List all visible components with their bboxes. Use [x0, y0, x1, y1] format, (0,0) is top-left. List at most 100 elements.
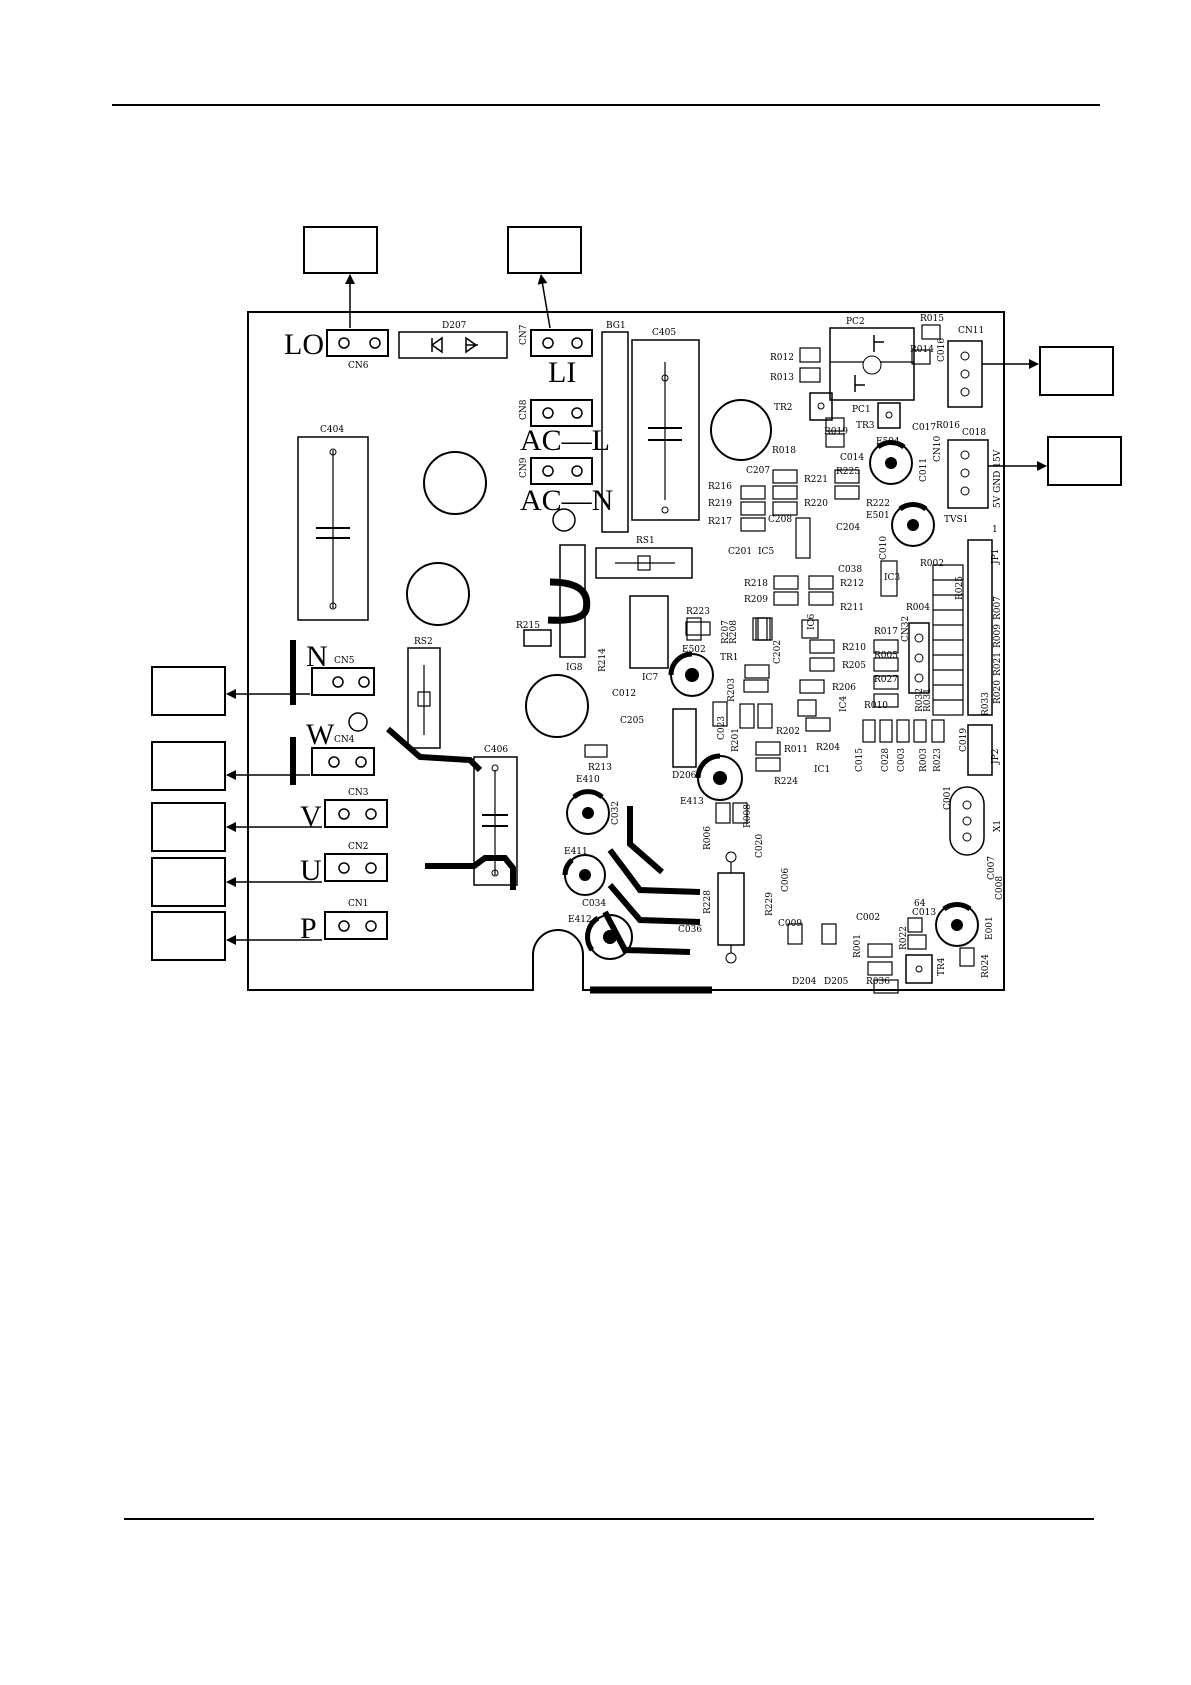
callout-box-lo [303, 226, 378, 274]
electrolytic-e502 [668, 651, 714, 697]
callout-box-u [151, 857, 226, 907]
label-r021: R021 [993, 652, 1003, 676]
label-r209: R209 [744, 595, 768, 605]
connector-cn10 [947, 439, 989, 509]
label-c034: C034 [582, 899, 606, 909]
label-c016: C016 [937, 338, 947, 362]
electrolytic-e410 [566, 789, 610, 835]
label-c007: C007 [987, 856, 997, 880]
label-pc2: PC2 [846, 317, 865, 327]
label-r228: R228 [703, 890, 713, 914]
board-outline [247, 311, 1005, 991]
small-hole-1 [552, 508, 576, 532]
label-cn7: CN7 [519, 324, 529, 345]
label-r221: R221 [804, 475, 828, 485]
label-acl: AC—L [520, 424, 610, 457]
label-cn11: CN11 [958, 326, 984, 336]
label-r214: R214 [598, 648, 608, 672]
label-r213: R213 [588, 763, 612, 773]
transistor-tr4 [905, 954, 933, 984]
label-c013: C013 [912, 908, 936, 918]
label-c404: C404 [320, 425, 344, 435]
label-c015: C015 [855, 748, 865, 772]
label-cn5: CN5 [334, 656, 355, 666]
label-r217: R217 [708, 517, 732, 527]
label-r009: R009 [993, 624, 1003, 648]
label-r005: R005 [874, 651, 898, 661]
label-e410: E410 [576, 775, 600, 785]
capacitor-c404 [297, 436, 369, 621]
callout-box-cn10 [1047, 436, 1122, 486]
trace-1 [547, 578, 591, 624]
label-c002: C002 [856, 913, 880, 923]
label-tr1: TR1 [720, 653, 739, 663]
label-pc1: PC1 [852, 405, 871, 415]
connector-cn32 [908, 622, 930, 694]
label-ic3: IC3 [884, 573, 900, 583]
label-c003: C003 [897, 748, 907, 772]
label-cn3: CN3 [348, 788, 369, 798]
label-c032: C032 [611, 801, 621, 825]
callout-box-cn11 [1039, 346, 1114, 396]
label-c010: C010 [879, 536, 889, 560]
label-rs1: RS1 [636, 536, 655, 546]
label-r008: R008 [743, 804, 753, 828]
label-e412: E412 [568, 915, 592, 925]
label-c204: C204 [836, 523, 860, 533]
transistor-tr2 [809, 392, 833, 421]
label-r002: R002 [920, 559, 944, 569]
label-r010: R010 [864, 701, 888, 711]
label-w: W [306, 718, 335, 751]
label-r201: R201 [731, 728, 741, 752]
relay-rs2 [407, 647, 441, 749]
label-r216: R216 [708, 482, 732, 492]
label-r207: R207 [721, 620, 731, 644]
trace-5 [607, 848, 701, 895]
label-c406: C406 [484, 745, 508, 755]
label-r204: R204 [816, 743, 840, 753]
electrolytic-e411 [562, 854, 606, 896]
label-r013: R013 [770, 373, 794, 383]
label-x1: X1 [993, 820, 1003, 832]
label-one: 1 [992, 525, 998, 535]
label-r210: R210 [842, 643, 866, 653]
label-r222: R222 [866, 499, 890, 509]
label-r220: R220 [804, 499, 828, 509]
label-e502: E502 [682, 645, 706, 655]
label-e411: E411 [564, 847, 588, 857]
trace-2 [386, 726, 483, 773]
label-r215: R215 [516, 621, 540, 631]
label-r033: R033 [981, 692, 991, 716]
label-r206: R206 [832, 683, 856, 693]
label-c012: C012 [612, 689, 636, 699]
label-c009: C009 [778, 919, 802, 929]
resistor-r228 [717, 851, 745, 964]
label-c207: C207 [746, 466, 770, 476]
bridge-bg1 [601, 331, 629, 533]
label-r014: R014 [910, 345, 934, 355]
trace-4 [627, 806, 664, 875]
electrolytic-e501 [891, 502, 935, 547]
label-cn10-pins: 5V GND 15V [993, 449, 1003, 508]
footer-rule [124, 1518, 1094, 1520]
jumper-jp1 [967, 539, 993, 716]
label-cn1: CN1 [348, 899, 369, 909]
label-r219: R219 [708, 499, 732, 509]
label-tr2: TR2 [774, 403, 793, 413]
label-r225: R225 [836, 467, 860, 477]
label-c405: C405 [652, 328, 676, 338]
trace-6 [607, 883, 701, 925]
label-tr4: TR4 [937, 957, 947, 976]
label-n: N [306, 640, 328, 673]
connector-cn4 [311, 747, 375, 776]
label-r004: R004 [906, 603, 930, 613]
mounting-hole-1 [423, 451, 487, 515]
label-c020: C020 [755, 834, 765, 858]
connector-cn3 [324, 799, 388, 828]
label-r203: R203 [727, 678, 737, 702]
label-r022: R022 [899, 926, 909, 950]
label-r205: R205 [842, 661, 866, 671]
label-c019: C019 [959, 728, 969, 752]
